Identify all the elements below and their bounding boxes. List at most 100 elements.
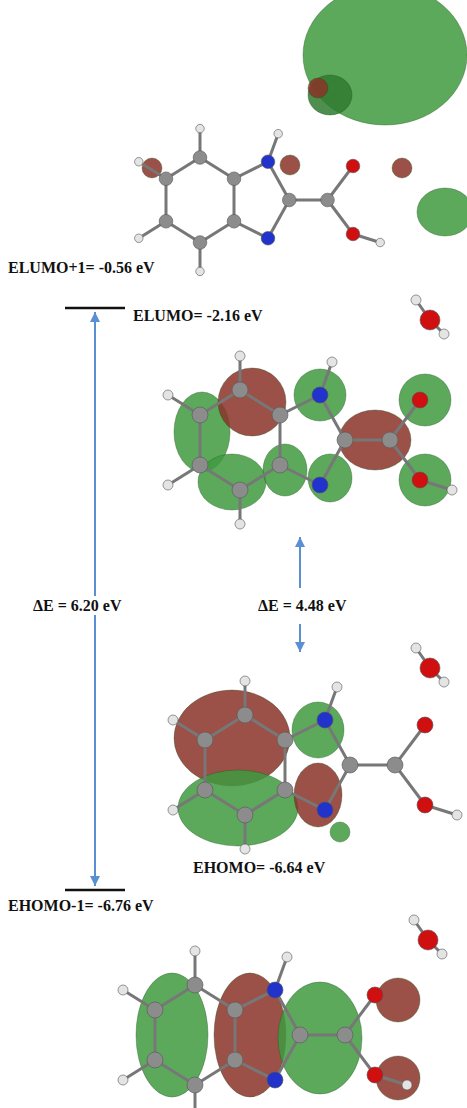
orbital-lobe [294, 369, 346, 421]
atom [237, 707, 253, 723]
atom [187, 1077, 203, 1093]
molecular-orbital [135, 0, 467, 276]
atom [235, 519, 245, 529]
atom [196, 267, 205, 276]
orbital-lobe [417, 188, 467, 236]
orbital-lobe [303, 0, 467, 125]
atom [168, 805, 178, 815]
atom [147, 1052, 163, 1068]
atom [232, 482, 248, 498]
energy-label: ELUMO+1= -0.56 eV [5, 258, 158, 277]
atom [312, 477, 328, 493]
atom [118, 1075, 128, 1085]
atom [227, 172, 241, 186]
orbital-lobe [136, 973, 208, 1097]
atom [196, 124, 205, 133]
atom [237, 807, 253, 823]
water-molecule [411, 643, 449, 687]
orbital-lobe [278, 982, 362, 1094]
atom [135, 234, 144, 243]
energy-label: ΔE = 6.20 eV [30, 596, 124, 615]
water-molecule [411, 295, 449, 339]
atom [227, 1002, 243, 1018]
molecular-orbital [118, 946, 420, 1108]
atom [277, 732, 293, 748]
orbital-lobe [308, 78, 328, 98]
atom [342, 757, 358, 773]
atom [332, 682, 342, 692]
molecular-orbital [163, 351, 457, 529]
energy-label: ELUMO= -2.16 eV [130, 306, 266, 325]
atom [346, 227, 360, 241]
water-molecule [409, 915, 447, 959]
atom [447, 485, 457, 495]
atom [317, 802, 333, 818]
atom [227, 214, 241, 228]
atom [412, 472, 428, 488]
atom [367, 1067, 383, 1083]
energy-label: EHOMO= -6.64 eV [190, 858, 328, 877]
orbital-lobe [292, 702, 344, 758]
atom [417, 717, 433, 733]
atom [118, 985, 128, 995]
gap-arrow [295, 624, 305, 652]
atom [292, 1027, 308, 1043]
atom [402, 1080, 412, 1090]
atom [382, 432, 398, 448]
arrow-head [295, 642, 305, 652]
atom [367, 987, 383, 1003]
atom [261, 231, 275, 245]
orbital-lobe [280, 155, 300, 175]
atom [187, 977, 203, 993]
atom [197, 732, 213, 748]
atom [240, 844, 250, 854]
atom [337, 432, 353, 448]
molecular-orbital [168, 676, 462, 854]
atom [227, 1052, 243, 1068]
atom [163, 480, 173, 490]
atom [282, 193, 296, 207]
orbital-lobe [214, 973, 286, 1097]
orbital-lobe [218, 368, 286, 436]
atom [420, 658, 440, 678]
atom [411, 295, 421, 305]
atom [376, 238, 385, 247]
atom [261, 155, 275, 169]
energy-level [65, 307, 125, 310]
atom [409, 915, 419, 925]
atom [267, 1072, 283, 1088]
atom [272, 407, 288, 423]
energy-label: EHOMO-1= -6.76 eV [5, 896, 157, 915]
atom [159, 214, 173, 228]
atom [417, 797, 433, 813]
atom [163, 390, 173, 400]
atom [147, 1002, 163, 1018]
atom [327, 357, 337, 367]
atom [420, 310, 440, 330]
orbital-lobe [198, 454, 266, 510]
orbital-lobe [308, 75, 352, 115]
atom [277, 782, 293, 798]
atom [346, 159, 360, 173]
atom [192, 457, 208, 473]
atom [168, 715, 178, 725]
orbital-lobe [178, 770, 298, 846]
atom [232, 382, 248, 398]
atom [193, 151, 207, 165]
gap-arrow [295, 537, 305, 588]
atom [317, 712, 333, 728]
atom [235, 351, 245, 361]
atom [240, 676, 250, 686]
orbital-lobe [308, 454, 352, 502]
atom [193, 236, 207, 250]
atom [452, 810, 462, 820]
atom [274, 129, 283, 138]
atom [192, 407, 208, 423]
atom [197, 782, 213, 798]
atom [272, 457, 288, 473]
atom [439, 677, 449, 687]
atom [321, 193, 335, 207]
arrow-head [90, 312, 100, 322]
